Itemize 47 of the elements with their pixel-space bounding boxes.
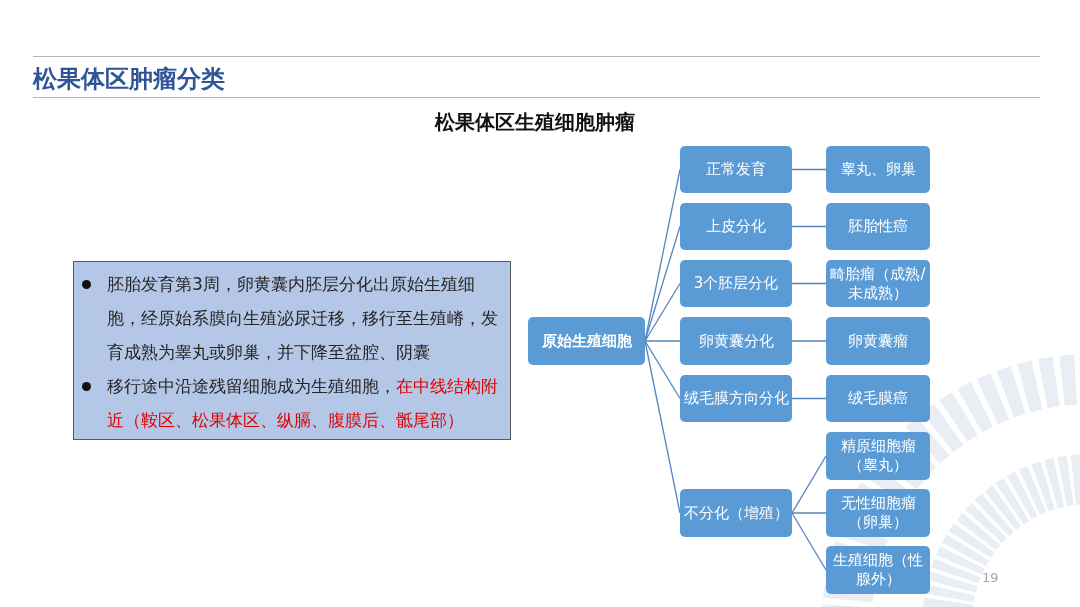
page-title: 松果体区肿瘤分类	[33, 64, 225, 95]
section-heading: 松果体区生殖细胞肿瘤	[433, 109, 636, 136]
node-label: 卵黄囊瘤	[848, 331, 908, 351]
connector-line	[644, 340, 681, 342]
node-label: 正常发育	[706, 160, 766, 179]
page-number: 19	[982, 570, 999, 586]
process-box	[826, 546, 930, 594]
process-box	[680, 375, 792, 422]
connector-line	[791, 282, 827, 285]
node-label: 精原细胞瘤（睾丸）	[839, 437, 917, 475]
connector-line	[644, 225, 681, 342]
connector-line	[791, 512, 827, 571]
node-label: 绒毛膜癌	[848, 389, 908, 408]
node-label: 卵黄囊分化	[698, 331, 774, 351]
node-label: 无性细胞瘤（卵巢）	[839, 494, 917, 532]
node-label: 胚胎性癌	[848, 217, 908, 236]
node-label: 生殖细胞（性腺外）	[832, 551, 924, 589]
node-label: 不分化（增殖）	[683, 503, 789, 523]
node-label: 畸胎瘤（成熟/未成熟）	[829, 264, 927, 303]
process-box	[528, 317, 645, 365]
node-label: 绒毛膜方向分化	[683, 389, 789, 408]
process-box	[826, 203, 930, 250]
bullet-text: 移行途中沿途残留细胞成为生殖细胞，在中线结构附近（鞍区、松果体区、纵膈、腹膜后、骶尾部）	[107, 375, 499, 432]
connector-line	[791, 397, 827, 400]
node-label: 3个胚层分化	[693, 274, 779, 293]
node-label: 上皮分化	[706, 217, 766, 236]
node-label: 原始生殖细胞	[541, 331, 632, 351]
process-box	[826, 317, 930, 365]
process-box	[680, 317, 792, 365]
process-box	[826, 146, 930, 193]
connector-line	[791, 168, 827, 171]
text-panel	[73, 261, 511, 440]
connector-line	[791, 512, 827, 514]
connector-line	[644, 340, 681, 400]
node-label: 睾丸、卵巢	[840, 160, 916, 179]
process-box	[826, 489, 930, 537]
connector-line	[791, 225, 827, 228]
process-box	[680, 489, 792, 537]
process-box	[680, 203, 792, 250]
process-box	[680, 146, 792, 193]
connector-line	[644, 282, 681, 342]
process-box	[826, 432, 930, 480]
process-box	[826, 375, 930, 422]
connector-line	[791, 340, 827, 342]
process-box	[680, 260, 792, 307]
connector-line	[791, 455, 827, 514]
bullet-text: 胚胎发育第3周，卵黄囊内胚层分化出原始生殖细胞，经原始系膜向生殖泌尿迁移，移行至生殖嵴，发育成熟为睾丸或卵巢，并下降至盆腔、阴囊	[107, 273, 499, 364]
